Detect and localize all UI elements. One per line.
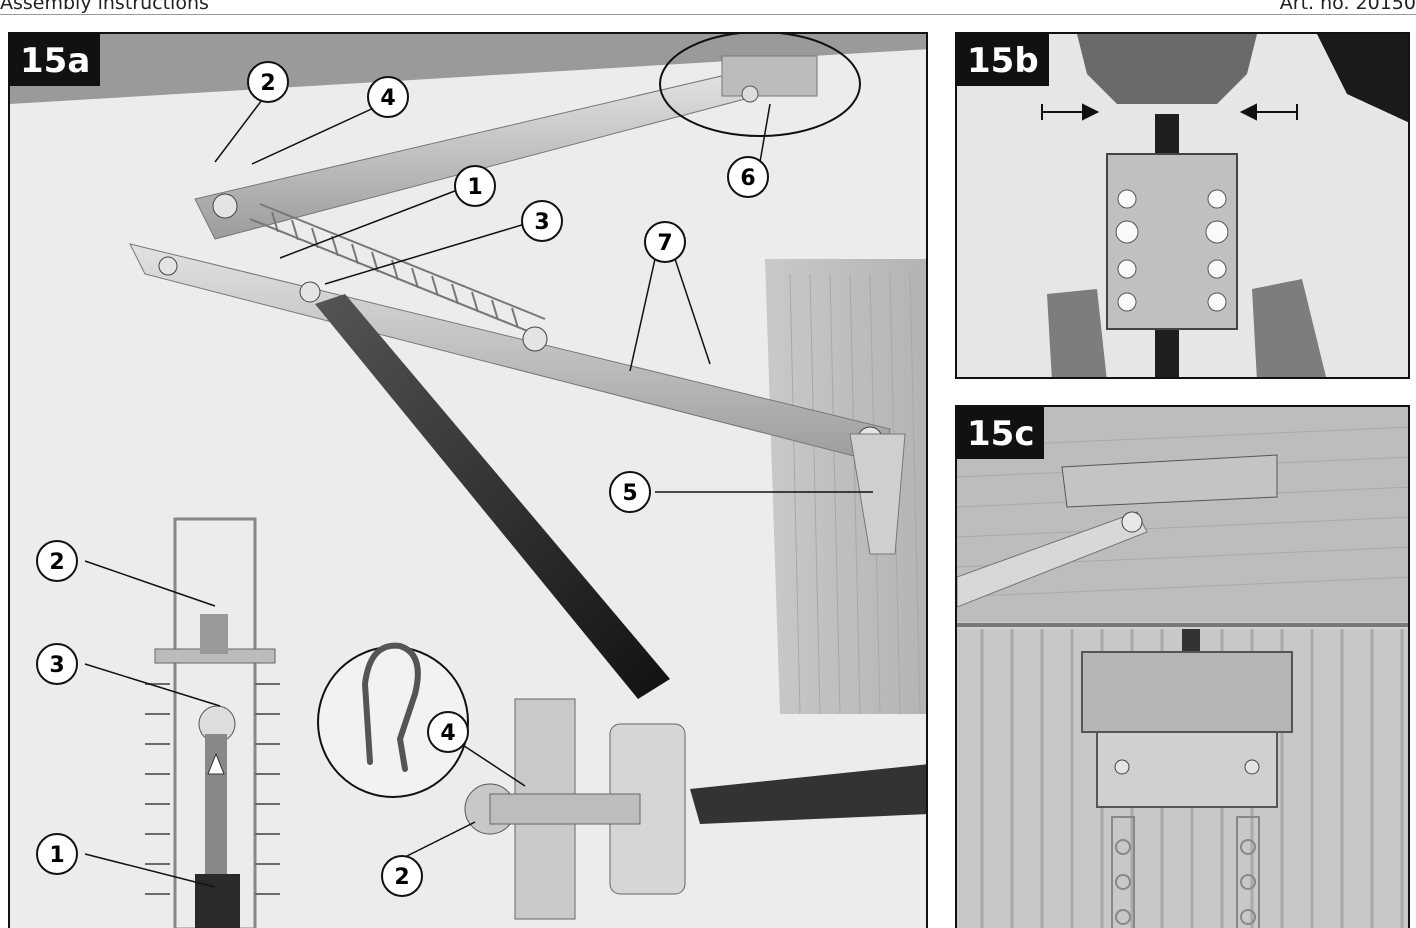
svg-text:6: 6 [740, 166, 755, 191]
callout-5-main: 5 [609, 471, 651, 513]
r-clip-icon [361, 642, 421, 772]
polycarbonate-pane [765, 259, 926, 714]
panel-label-15c: 15c [957, 407, 1045, 459]
callout-bracket-ellipse [659, 34, 861, 137]
lower-bracket [849, 433, 906, 555]
callout-6-main: 6 [727, 156, 769, 198]
callout-2-main: 2 [247, 61, 289, 103]
callout-2-detail-left: 2 [36, 540, 78, 582]
callout-7-main: 7 [644, 221, 686, 263]
top-bracket [721, 55, 818, 97]
panel-15a: 15a [8, 32, 928, 928]
bracket-holes [1115, 189, 1229, 312]
page-header-left: Assembly instructions [0, 0, 209, 14]
svg-text:7: 7 [657, 231, 672, 256]
header-rule [0, 14, 1416, 15]
thumb-right [1252, 279, 1327, 377]
panel-label-15a: 15a [10, 34, 101, 86]
window-opener-photo: 2 4 1 3 7 5 6 2 [10, 34, 926, 928]
callout-3-detail-left: 3 [36, 643, 78, 685]
squeeze-arrow-right [1239, 103, 1298, 121]
svg-text:3: 3 [49, 653, 64, 678]
callout-3-main: 3 [521, 200, 563, 242]
callout-4-detail-right: 4 [427, 711, 469, 753]
mount-holes-c [1111, 816, 1260, 928]
callout-1-main: 1 [454, 165, 496, 207]
leader-lines [84, 91, 873, 888]
hand-top [1077, 34, 1257, 104]
bracket-frame-c [1081, 651, 1293, 733]
hand-right [1317, 34, 1408, 123]
detail-hinge-pin [464, 698, 926, 920]
thumb-left [1047, 289, 1107, 377]
svg-text:4: 4 [380, 86, 395, 111]
bracket-mounted-photo [957, 407, 1408, 928]
svg-text:4: 4 [440, 721, 455, 746]
svg-text:2: 2 [260, 71, 275, 96]
page-header-right: Art. no. 20150 [1279, 0, 1416, 14]
callout-4-main: 4 [367, 76, 409, 118]
clip-squeeze-photo [957, 34, 1408, 377]
detail-spring-mechanism [145, 517, 280, 928]
roof-edge [10, 34, 926, 104]
black-rod [315, 294, 670, 699]
svg-text:1: 1 [49, 843, 64, 868]
panel-15c: 15c [955, 405, 1410, 928]
panel-15b: 15b [955, 32, 1410, 379]
svg-text:5: 5 [622, 481, 637, 506]
squeeze-arrow-left [1041, 103, 1100, 121]
svg-text:2: 2 [49, 550, 64, 575]
svg-text:1: 1 [467, 175, 482, 200]
callout-1-detail-left: 1 [36, 833, 78, 875]
panel-label-15b: 15b [957, 34, 1049, 86]
arm-c [957, 511, 1148, 608]
svg-text:3: 3 [534, 210, 549, 235]
svg-text:2: 2 [394, 865, 409, 890]
callout-2-detail-right: 2 [381, 855, 423, 897]
bracket-plate-c [1061, 454, 1278, 508]
